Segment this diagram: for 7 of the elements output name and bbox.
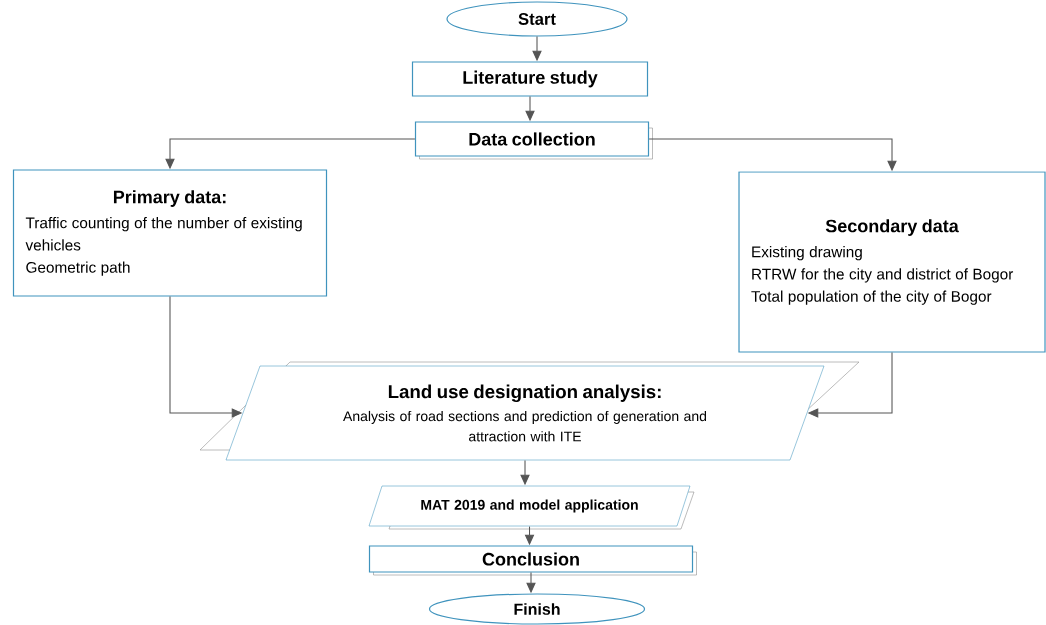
process-box: Primary data: Traffic counting of the number of existing vehicles Geometric path [12,169,328,297]
process-box: Secondary data Existing drawing RTRW for the city and district of Bogor Total population of the city of Bogor [738,171,1046,353]
process-box: Literature study [411,61,649,97]
process-box: Conclusion [368,545,697,576]
process-box: Data collection [414,121,653,160]
data-parallelogram: Land use designation analysis: Analysis of road sections and prediction of generation and attraction with ITE [199,361,860,461]
data-parallelogram: MAT 2019 and model application [368,485,695,530]
